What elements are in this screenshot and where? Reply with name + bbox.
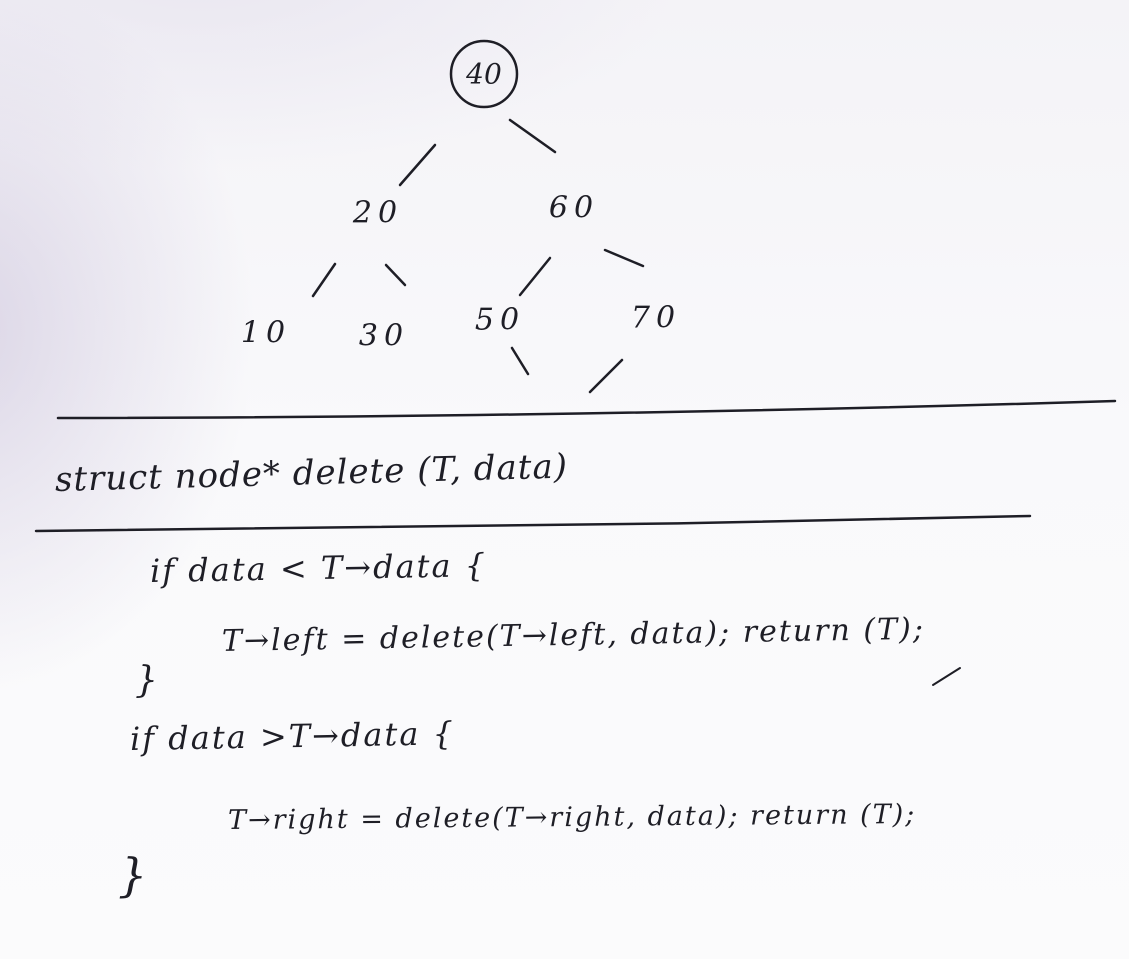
edge-40-20: [398, 143, 437, 187]
tree-node-60: 60: [548, 190, 600, 226]
code-line-close-brace: }: [135, 660, 158, 701]
pen-stroke: [932, 667, 961, 686]
root-node-circle: [449, 39, 519, 109]
code-line-close-brace-2: }: [118, 848, 148, 902]
code-line-right-delete: T→right = delete(T→right, data); return …: [227, 798, 917, 836]
edge-50-child: [510, 346, 530, 376]
edge-40-60: [508, 118, 557, 154]
edge-60-70: [603, 248, 645, 268]
tree-node-50: 50: [474, 302, 526, 338]
edge-20-30: [384, 263, 407, 287]
tree-node-20: 20: [352, 195, 404, 231]
code-line-if-less: if data < T→data {: [149, 546, 488, 590]
tree-node-30: 30: [358, 318, 410, 354]
tree-node-10: 10: [240, 315, 292, 351]
tree-node-70: 70: [630, 300, 682, 336]
tree-root-label: 40: [466, 57, 502, 91]
edge-60-50: [518, 256, 552, 297]
divider-line-bottom: [34, 514, 1032, 533]
edge-70-child: [588, 358, 624, 394]
code-line-if-greater: if data >T→data {: [129, 714, 456, 758]
divider-line-top: [56, 399, 1117, 420]
edge-20-10: [311, 262, 337, 298]
